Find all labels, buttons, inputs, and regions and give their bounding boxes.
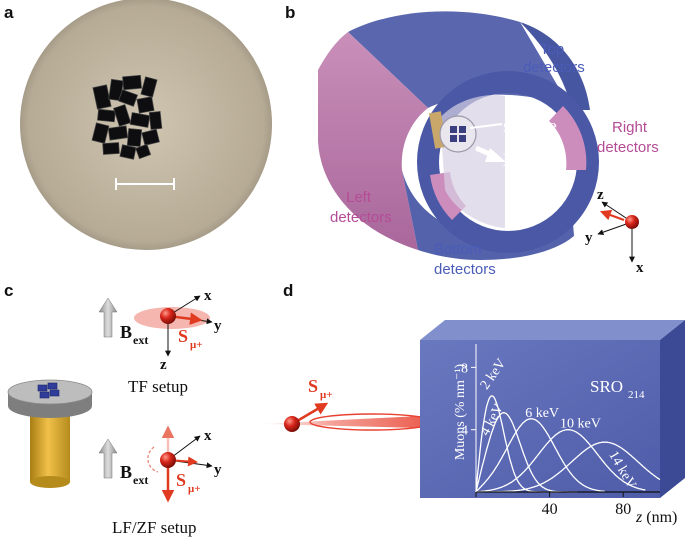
sample-pointer (469, 123, 503, 129)
sample-holder (439, 115, 477, 153)
right-detectors-label: Right detectors (597, 119, 659, 156)
tf-setup: B ext x y z S μ+ TF setup (98, 288, 222, 396)
sample-photo (20, 0, 272, 250)
muon-ball-tf (160, 308, 176, 324)
svg-text:B: B (120, 462, 132, 482)
top-detectors-label: Top detectors (523, 41, 585, 76)
svg-text:ext: ext (133, 473, 148, 487)
series-label: 6 keV (525, 406, 559, 421)
panel-label-a: a (4, 3, 14, 22)
svg-text:y: y (214, 462, 222, 478)
box-top-face (420, 320, 685, 340)
svg-text:Right: Right (612, 119, 648, 136)
svg-text:μ+: μ+ (320, 389, 333, 401)
chart-title: SRO (590, 377, 623, 396)
svg-text:B: B (120, 322, 132, 342)
svg-text:S: S (308, 376, 318, 396)
series-label: 10 keV (560, 417, 601, 432)
y-ticks-group: 48 (461, 344, 477, 492)
x-tick-label: 40 (542, 501, 558, 518)
detector-assembly: sample B ext (318, 11, 599, 260)
panel-label-c: c (4, 281, 13, 300)
bext-arrow-head (485, 148, 506, 162)
svg-text:Left: Left (346, 189, 372, 206)
y-axis-label: Muons (% nm⁻¹) (453, 363, 468, 460)
bext-arrow-tf (98, 297, 118, 338)
x-ticks-group: 40 80 (475, 492, 631, 518)
svg-text:detectors: detectors (597, 139, 659, 156)
bext-sub-b: ext (517, 161, 532, 175)
svg-text:x: x (204, 288, 212, 304)
scale-bar (115, 178, 175, 190)
muon-ball-d (284, 416, 300, 432)
svg-text:detectors: detectors (434, 261, 496, 278)
left-detectors-label: Left detectors (330, 189, 392, 226)
lfzf-setup-label: LF/ZF setup (112, 518, 197, 537)
svg-text:S: S (178, 326, 188, 346)
beam-streak (262, 416, 440, 428)
sample-stage (7, 379, 93, 488)
axis-y-b: y (585, 230, 593, 246)
tf-setup-label: TF setup (128, 377, 188, 396)
crystal-mosaic (91, 74, 163, 160)
svg-text:ext: ext (133, 333, 148, 347)
left-detector-shell (318, 32, 428, 250)
svg-text:S: S (176, 470, 186, 490)
axis-x-b: x (636, 260, 644, 276)
bottom-detectors-label: Bottom detectors (434, 241, 496, 278)
left-detector-face (430, 172, 466, 220)
svg-text:μ+: μ+ (188, 483, 201, 495)
sample-crystals (450, 126, 466, 142)
muon-beam: S μ+ (262, 376, 440, 432)
series-line (475, 418, 605, 493)
sro-box (420, 320, 685, 498)
stage-crystals (37, 382, 60, 399)
box-front-face (420, 340, 660, 498)
series-line (475, 429, 646, 493)
bext-label-b: B (503, 150, 516, 171)
panel-label-d: d (283, 281, 293, 300)
axis-z-b: z (597, 187, 604, 203)
sample-label: sample (503, 116, 557, 137)
x-axis-label: z (nm) (635, 509, 677, 526)
panel-label-b: b (285, 3, 295, 22)
svg-text:detectors: detectors (523, 59, 585, 76)
muon-ball-b (625, 215, 639, 229)
svg-text:y: y (214, 318, 222, 334)
chart-title-sub: 214 (628, 389, 645, 401)
end-ring (417, 71, 599, 253)
x-tick-label: 80 (615, 501, 631, 518)
svg-text:x: x (204, 428, 212, 444)
svg-text:z: z (160, 357, 167, 373)
right-detector-face (549, 106, 587, 170)
svg-text:Bottom: Bottom (434, 241, 482, 258)
axes-triad-b: z y x (585, 187, 644, 276)
svg-text:Top: Top (540, 41, 564, 58)
y-tick-label: 4 (461, 424, 468, 439)
y-tick-label: 8 (461, 361, 468, 376)
box-side-face (660, 320, 685, 498)
lfzf-setup: B ext x y S μ+ LF/ZF setup (98, 425, 222, 537)
series-line (476, 441, 661, 493)
bext-arrow-lf (98, 438, 118, 479)
svg-text:μ+: μ+ (190, 339, 203, 351)
muon-ball-lf (160, 452, 176, 468)
svg-text:detectors: detectors (330, 209, 392, 226)
